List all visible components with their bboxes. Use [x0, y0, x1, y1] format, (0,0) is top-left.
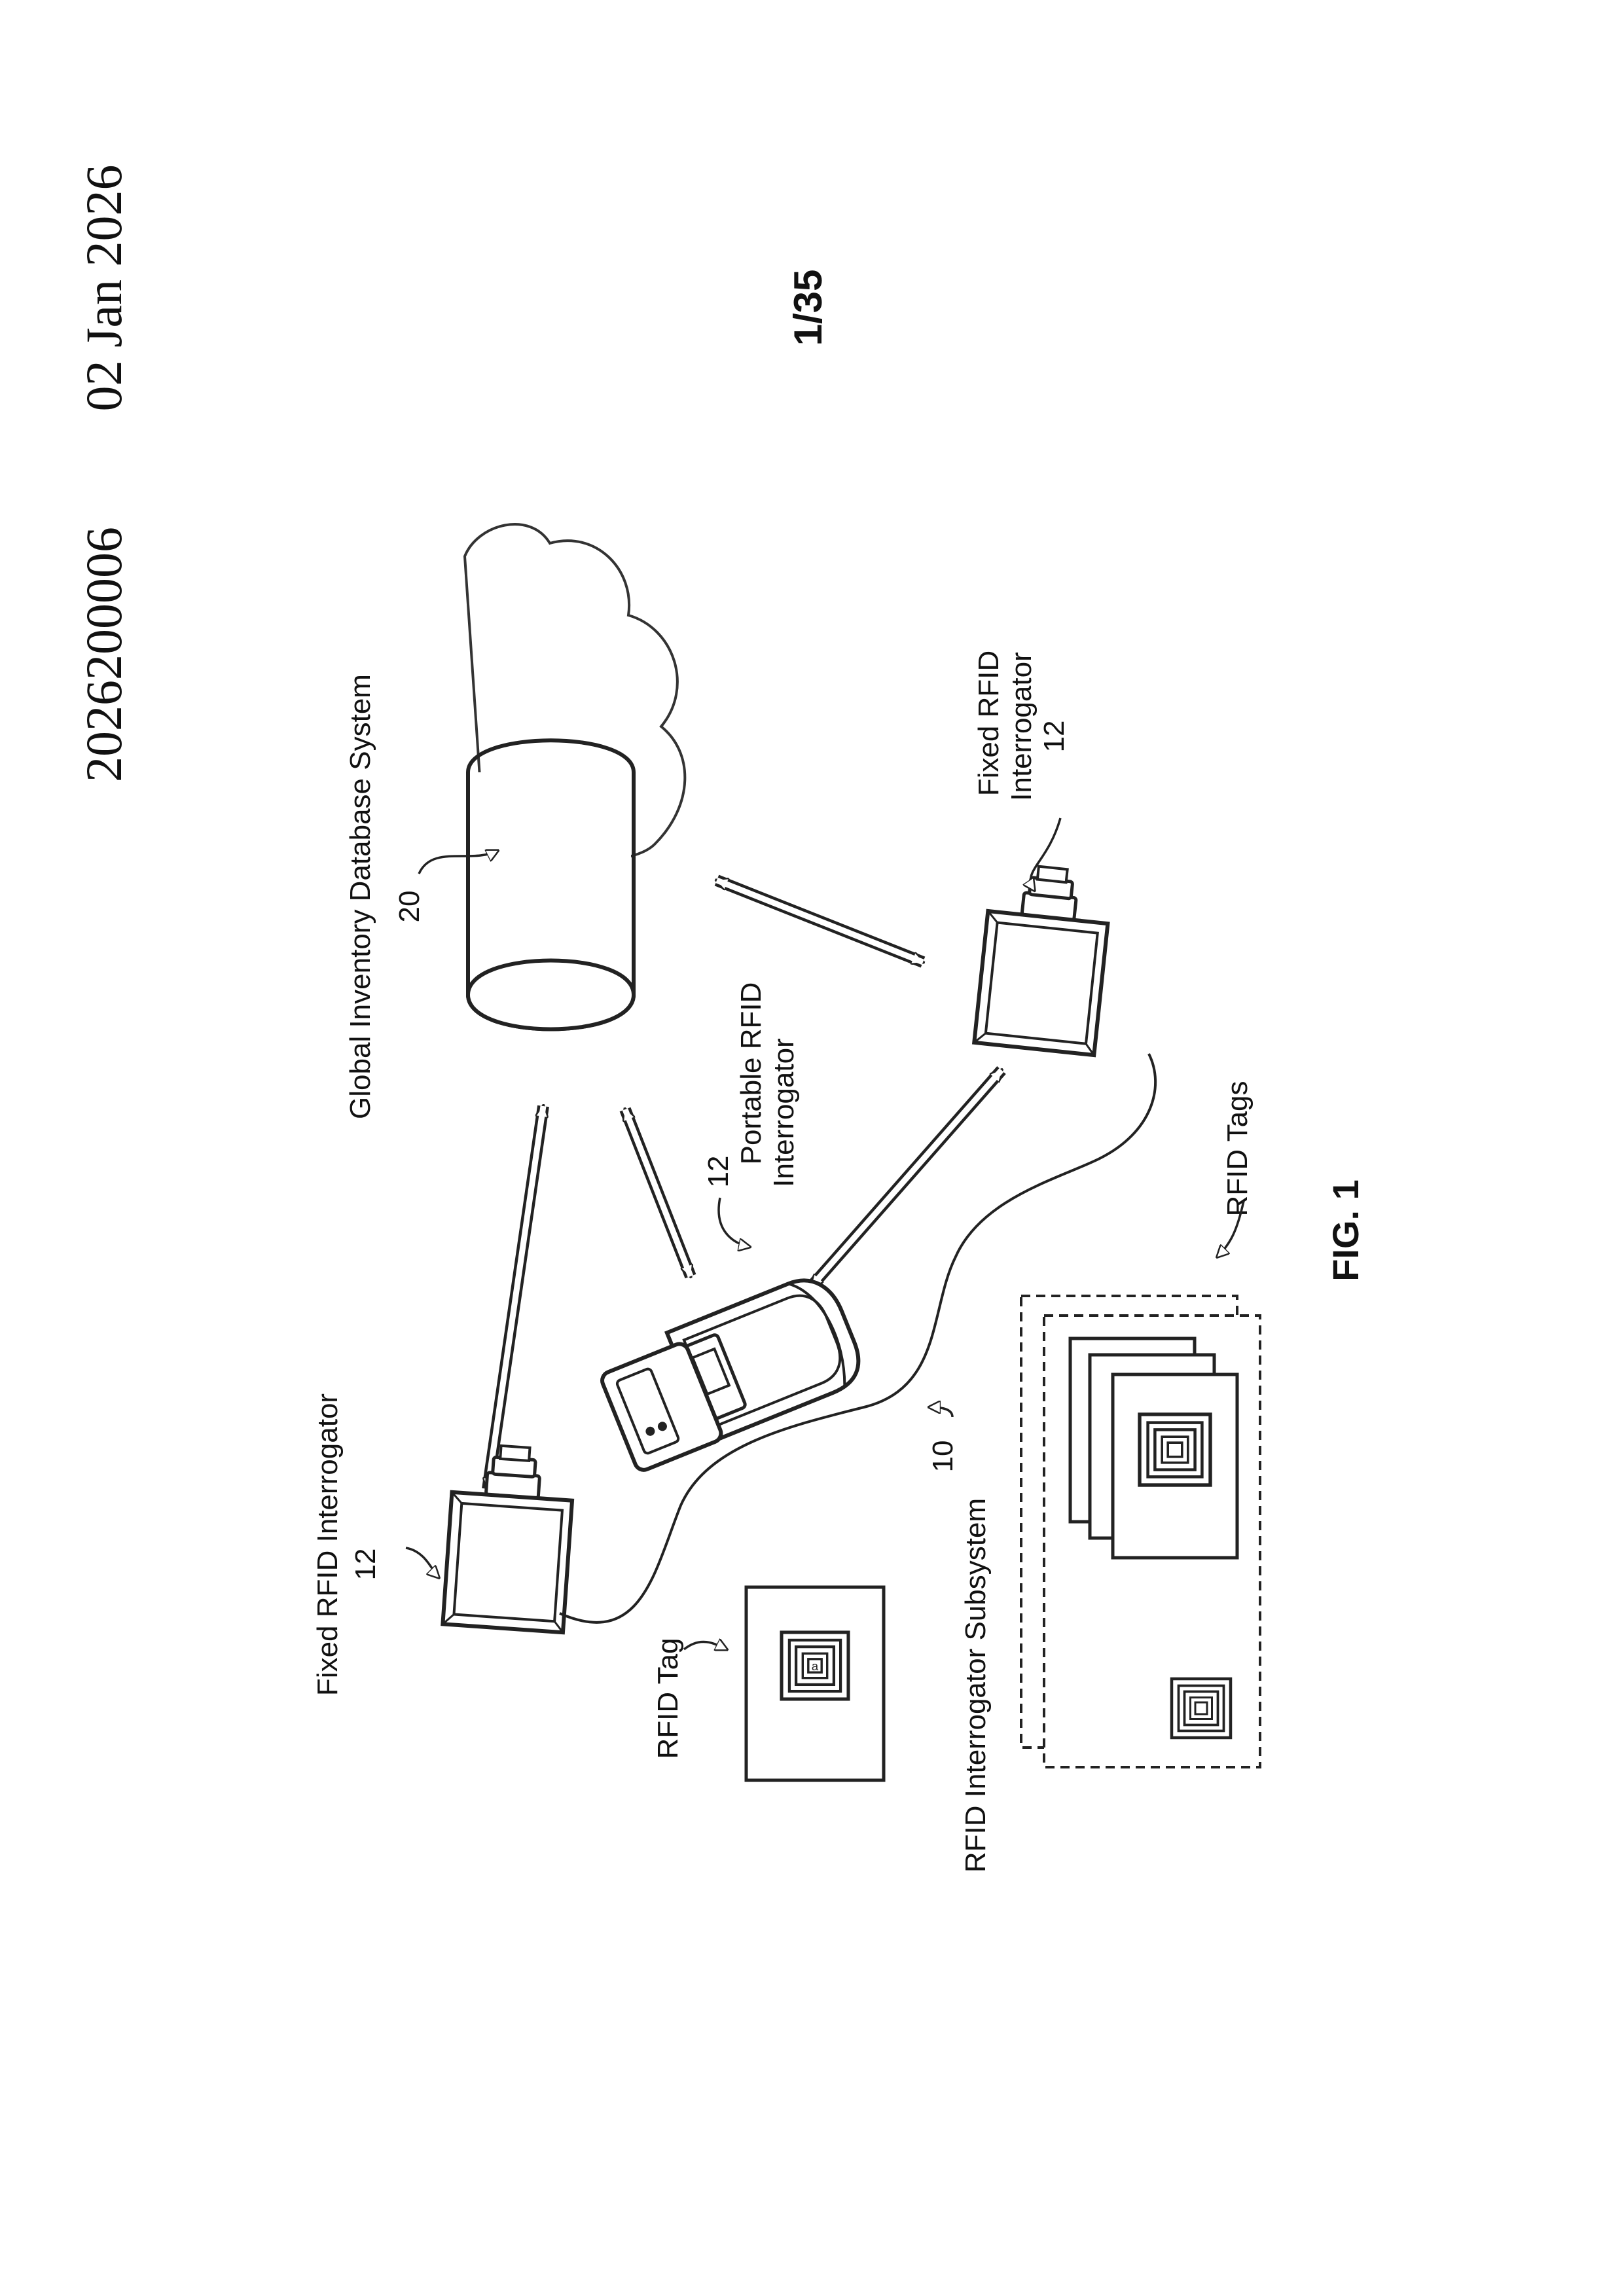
rfid-tags-label: RFID Tags — [1221, 1081, 1254, 1216]
subsystem-label: RFID Interrogator Subsystem — [960, 1498, 992, 1873]
portable-ref: 12 — [702, 1156, 734, 1188]
handheld-reader-icon — [594, 1269, 870, 1473]
page-header: 2026200006 02 Jan 2026 1/35 — [75, 165, 830, 782]
fixed-left-leader — [406, 1548, 439, 1577]
sheet-number: 1/35 — [786, 270, 830, 346]
rfid-tag-card: a — [746, 1587, 884, 1780]
rfid-tag-icon: a — [782, 1632, 848, 1699]
database-label: Global Inventory Database System — [344, 674, 376, 1119]
subsystem-ref: 10 — [927, 1441, 959, 1473]
figure-caption: FIG. 1 — [1325, 1179, 1366, 1282]
rfid-tags-group — [1021, 1296, 1260, 1767]
rfid-tag-leader — [684, 1641, 727, 1649]
fixed-right-label-line1: Fixed RFID — [973, 651, 1005, 796]
rfid-tag-icon — [1172, 1679, 1231, 1738]
rfid-tag-icon — [1140, 1414, 1210, 1485]
subsystem-leader — [929, 1407, 952, 1417]
fixed-left-label: Fixed RFID Interrogator — [312, 1393, 344, 1696]
fixed-reader-icon — [974, 861, 1113, 1055]
fixed-reader-icon — [442, 1443, 575, 1632]
publication-number: 2026200006 — [75, 527, 132, 782]
portable-leader — [719, 1198, 749, 1247]
fixed-left-ref: 12 — [350, 1549, 382, 1581]
portable-label-line2: Interrogator — [768, 1038, 800, 1187]
rfid-tag-label: RFID Tag — [652, 1638, 684, 1759]
tag-chip-letter: a — [812, 1659, 819, 1673]
fixed-right-label-line2: Interrogator — [1005, 652, 1038, 800]
fixed-right-ref: 12 — [1038, 721, 1070, 753]
portable-label-line1: Portable RFID — [735, 982, 767, 1165]
database-ref: 20 — [393, 891, 425, 923]
publication-date: 02 Jan 2026 — [75, 165, 132, 412]
